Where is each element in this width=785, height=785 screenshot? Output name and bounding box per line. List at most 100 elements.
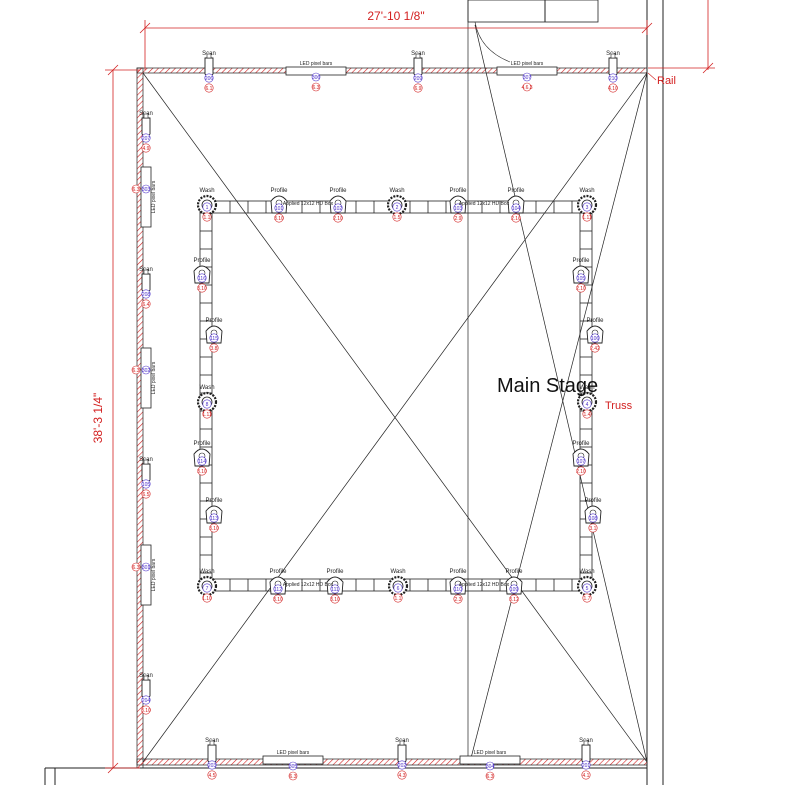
fixture-number: 104 (512, 206, 521, 212)
fixture-type-label: Profile (505, 569, 523, 575)
fixture-number: 102 (334, 206, 343, 212)
scan-fixture: Scan2066.1 (202, 51, 216, 93)
fixture-number: 107 (577, 459, 586, 465)
fixture-number: 5 (586, 586, 589, 592)
fixture-number-badge (453, 584, 463, 594)
fixture-number-badge (582, 202, 592, 212)
fixture-number: 108 (589, 516, 598, 522)
circuit-badge (509, 594, 519, 604)
circuit-number: 6.3 (313, 85, 320, 91)
fixture-number-badge (207, 760, 217, 770)
fixture-number-badge (522, 72, 532, 82)
fixture-number-badge (197, 456, 207, 466)
dimension-depth (105, 0, 715, 774)
circuit-badge (311, 82, 321, 92)
fixture-type-label: LED pixel bars (300, 61, 333, 67)
fixture-type-label: Wash (199, 188, 214, 194)
fixture-type-label: Profile (449, 188, 467, 194)
fixture-number-badge (141, 562, 151, 572)
fixture-number: 8 (206, 402, 209, 408)
circuit-number: 3.1 (590, 526, 597, 532)
circuit-number: 3.10 (274, 216, 284, 222)
circuit-number: 1.7 (584, 596, 591, 602)
fixture-number: 1 (206, 205, 209, 211)
fixture-number-badge (590, 333, 600, 343)
circuit-number: 6.3 (133, 368, 140, 374)
circuit-number: 4.5 (209, 773, 216, 779)
fixture-type-label: Wash (199, 569, 214, 575)
circuit-badge (511, 213, 521, 223)
circuit-number: 4.3 (399, 773, 406, 779)
fixture-type-label: LED pixel bars (511, 61, 544, 67)
applied-box-note-bottom-right: Applied 12x12 HD Box (459, 582, 510, 588)
fixture-type-label: LED pixel bars (151, 558, 157, 591)
fixture-type-label: Wash (579, 188, 594, 194)
fixture-number-badge (204, 73, 214, 83)
circuit-number: 1.4 (584, 412, 591, 418)
circuit-badge (397, 770, 407, 780)
circuit-number: 6.1 (206, 86, 213, 92)
circuit-number: 2.10 (333, 216, 343, 222)
led-bar-fixture: LED pixel bars 307 4.6.3 (496, 61, 558, 92)
fixture-number: 304 (486, 764, 495, 770)
circuit-badge (202, 593, 212, 603)
fixture-type-label: Wash (579, 569, 594, 575)
circuit-number: 1.1 (204, 215, 211, 221)
venue-walls (44, 0, 664, 785)
fixture-number: 116 (198, 276, 206, 282)
fixture-number: 2 (396, 205, 399, 211)
fixture-number: 105 (577, 276, 586, 282)
fixture-number: 303 (142, 187, 151, 193)
stage-title: Main Stage (497, 375, 598, 397)
circuit-number: 6.3 (133, 565, 140, 571)
fixture-number-badge (274, 203, 284, 213)
fixture-type-label: Wash (199, 385, 214, 391)
fixture-number: 206 (205, 76, 214, 82)
fixture-number-badge (582, 399, 592, 409)
fixture-type-label: Profile (270, 188, 288, 194)
fixture-number: 111 (331, 587, 339, 593)
scan-fixture: Scan2104.10 (606, 51, 620, 93)
circuit-badge (131, 365, 141, 375)
fixture-number: 307 (523, 75, 532, 81)
circuit-number: 3.8 (211, 346, 218, 352)
stage-diagonals (142, 24, 648, 763)
circuit-badge (288, 771, 298, 781)
circuit-number: 2.16 (511, 216, 521, 222)
circuit-badge (141, 489, 151, 499)
circuit-number: 6.3 (133, 187, 140, 193)
circuit-number: 4.6.3 (521, 85, 532, 91)
fixture-number-badge (141, 479, 151, 489)
profile-fixture: Profile 104 2.16 (507, 188, 525, 223)
circuit-badge (485, 771, 495, 781)
fixture-type-label: Profile (205, 318, 223, 324)
fixture-type-label: Profile (507, 188, 525, 194)
fixture-number-badge (453, 203, 463, 213)
fixture-number: 203 (208, 763, 217, 769)
fixture-number-badge (413, 73, 423, 83)
applied-box-note-bottom-left: Applied 12x12 HD Box (283, 582, 334, 588)
circuit-badge (582, 593, 592, 603)
circuit-badge (141, 299, 151, 309)
circuit-badge (141, 705, 151, 715)
scan-fixture: Scan1056.5 (139, 457, 153, 499)
fixture-number: 4 (586, 402, 589, 408)
fixture-number: 210 (609, 76, 618, 82)
fixture-number: 7 (206, 586, 209, 592)
rail-leader (647, 72, 657, 81)
fixture-number: 202 (398, 763, 407, 769)
